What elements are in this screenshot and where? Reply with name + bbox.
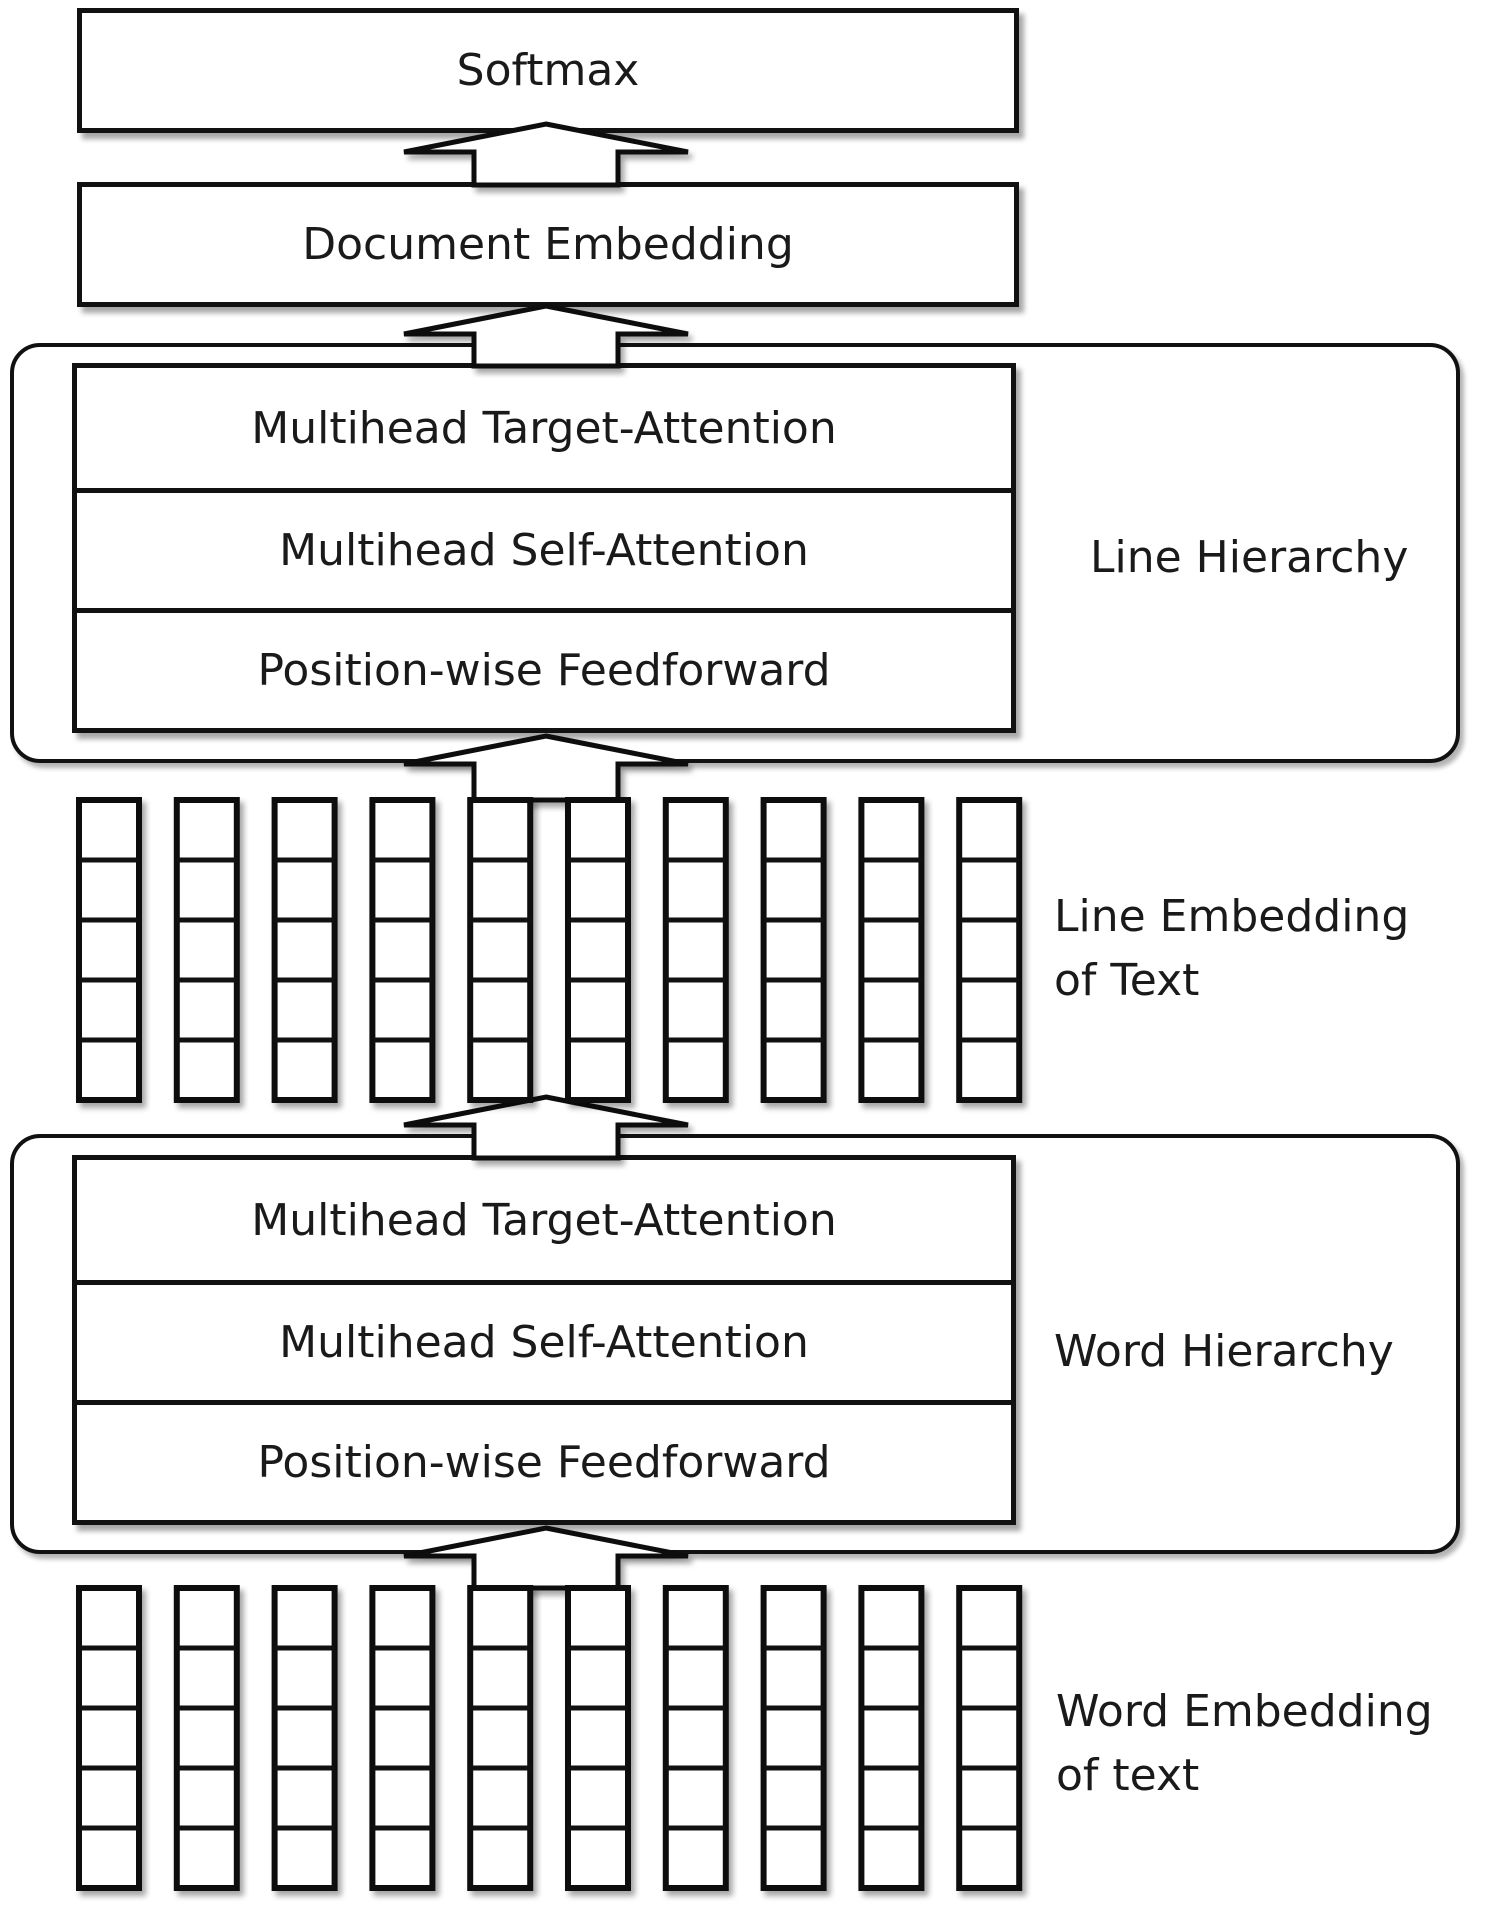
word-embedding-vector: [760, 1585, 827, 1891]
line-hierarchy-label: Line Hierarchy: [1090, 532, 1409, 583]
line-feedforward-label: Position-wise Feedforward: [257, 645, 831, 696]
line-self-attention-layer: Multihead Self-Attention: [77, 488, 1011, 608]
word-embedding-vector: [467, 1585, 534, 1891]
line-embedding-vector: [858, 797, 925, 1103]
line-self-attention-label: Multihead Self-Attention: [279, 525, 809, 576]
word-embedding-vector: [858, 1585, 925, 1891]
word-embedding-vector: [565, 1585, 631, 1891]
line-embedding-vector: [271, 797, 338, 1103]
word-feedforward-label: Position-wise Feedforward: [257, 1437, 831, 1488]
word-embedding-vector: [76, 1585, 142, 1891]
line-embedding-vector: [662, 797, 729, 1103]
line-hierarchy-stack: Multihead Target-Attention Multihead Sel…: [72, 363, 1016, 733]
word-embedding-label: Word Embedding of text: [1056, 1686, 1433, 1801]
word-hierarchy-stack: Multihead Target-Attention Multihead Sel…: [72, 1155, 1016, 1525]
arrow-to-softmax: [403, 121, 689, 188]
arrow-to-document: [403, 303, 689, 369]
word-embedding-vector: [956, 1585, 1023, 1891]
word-embedding-vector: [662, 1585, 729, 1891]
word-feedforward-layer: Position-wise Feedforward: [77, 1400, 1011, 1520]
line-embedding-vector: [76, 797, 142, 1103]
line-embedding-label: Line Embedding of Text: [1054, 891, 1410, 1006]
line-embedding-vector: [565, 797, 631, 1103]
word-embedding-grid: [76, 1585, 1023, 1891]
line-embedding-grid: [76, 797, 1023, 1103]
line-embedding-vector: [467, 797, 534, 1103]
line-target-attention-label: Multihead Target-Attention: [251, 402, 837, 454]
word-target-attention-layer: Multihead Target-Attention: [77, 1160, 1011, 1280]
line-embedding-vector: [760, 797, 827, 1103]
word-embedding-vector: [369, 1585, 436, 1891]
document-embedding-label: Document Embedding: [302, 219, 794, 270]
line-embedding-vector: [956, 797, 1023, 1103]
softmax-label: Softmax: [456, 45, 640, 96]
document-embedding-box: Document Embedding: [77, 182, 1019, 307]
arrow-to-word-stack: [403, 1525, 689, 1591]
line-target-attention-layer: Multihead Target-Attention: [77, 368, 1011, 488]
line-feedforward-layer: Position-wise Feedforward: [77, 608, 1011, 728]
word-embedding-vector: [173, 1585, 240, 1891]
word-target-attention-label: Multihead Target-Attention: [251, 1194, 837, 1246]
word-self-attention-layer: Multihead Self-Attention: [77, 1280, 1011, 1400]
word-embedding-vector: [271, 1585, 338, 1891]
arrow-to-line-stack: [403, 733, 689, 803]
arrow-to-line-group: [403, 1094, 689, 1161]
word-hierarchy-label: Word Hierarchy: [1054, 1326, 1394, 1377]
word-self-attention-label: Multihead Self-Attention: [279, 1317, 809, 1368]
line-embedding-vector: [369, 797, 436, 1103]
line-embedding-vector: [173, 797, 240, 1103]
